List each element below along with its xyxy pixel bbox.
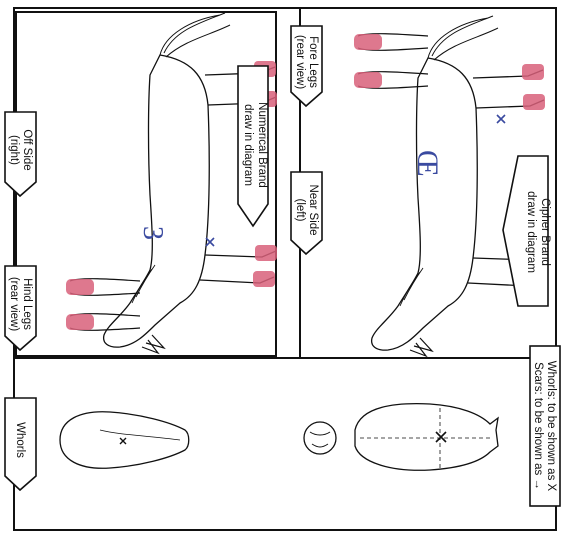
- numeral-brand-mark: 3: [137, 226, 168, 240]
- cipher-brand-line2: draw in diagram: [525, 191, 537, 273]
- fore-legs-label: Fore Legs (rear view): [291, 26, 322, 106]
- whorls-label: Whorls: [5, 398, 36, 490]
- hind-leg-left: [66, 279, 140, 296]
- cipher-brand-line1: Cipher Brand: [539, 198, 551, 266]
- off-side-panel: [16, 12, 276, 356]
- whorl-mark-near-side: [497, 115, 505, 123]
- hind-legs-line2: (rear view): [8, 277, 20, 331]
- numerical-brand-line2: draw in diagram: [242, 104, 254, 186]
- muzzle-diagram: [304, 422, 336, 454]
- hind-legs-label: Hind Legs (rear view): [5, 266, 36, 350]
- numerical-brand-callout: Numerical Brand draw in diagram: [238, 66, 268, 226]
- numerical-brand-line1: Numerical Brand: [256, 102, 268, 188]
- hind-legs-line1: Hind Legs: [21, 278, 33, 330]
- off-side-label: Off Side (right): [5, 112, 36, 196]
- form-border: [14, 8, 556, 530]
- head-top-view-diagram: [355, 404, 498, 471]
- legend-box: Whorls: to be shown as X Scars: to be sh…: [530, 346, 560, 506]
- whorls-label-text: Whorls: [14, 422, 26, 458]
- hind-leg-right: [66, 314, 140, 331]
- off-side-line1: Off Side: [21, 129, 33, 170]
- cipher-brand-mark: Œ: [411, 150, 444, 177]
- fore-legs-line2: (rear view): [294, 35, 306, 89]
- whorl-mark-off-side: [206, 238, 214, 246]
- head-front-view-diagram: [60, 412, 189, 469]
- off-side-line2: (right): [8, 135, 20, 165]
- near-side-line2: (left): [294, 199, 306, 222]
- near-side-label: Near Side (left): [291, 172, 322, 254]
- fore-legs-line1: Fore Legs: [307, 36, 319, 88]
- fore-leg-left: [354, 34, 428, 51]
- cipher-brand-callout: Cipher Brand draw in diagram: [503, 156, 551, 306]
- legend-scars: Scars: to be shown as →: [532, 362, 544, 490]
- legend-whorls: Whorls: to be shown as X: [545, 361, 557, 492]
- near-side-line1: Near Side: [307, 184, 319, 235]
